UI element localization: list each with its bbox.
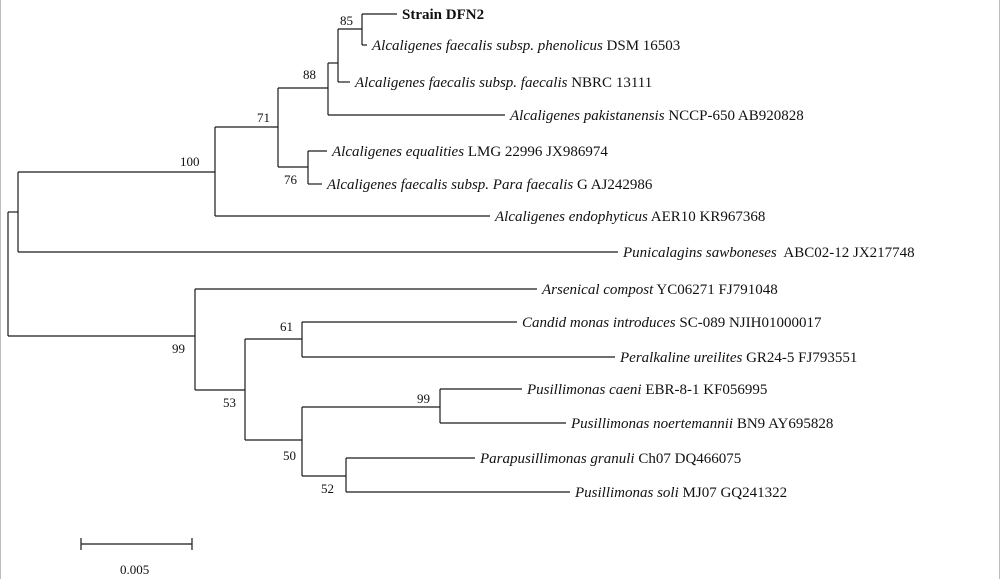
taxon-species-name: Arsenical compost	[541, 282, 654, 298]
taxon-strain-accession: Strain DFN2	[402, 7, 484, 23]
taxon-species-name: Peralkaline ureilites	[619, 350, 742, 366]
bootstrap-value: 53	[223, 395, 236, 410]
taxon-strain-accession: BN9 AY695828	[733, 416, 833, 432]
taxon-label: Parapusillimonas granuli Ch07 DQ466075	[479, 451, 741, 467]
taxon-strain-accession: GR24-5 FJ793551	[742, 350, 857, 366]
taxon-label: Alcaligenes endophyticus AER10 KR967368	[494, 209, 765, 225]
taxon-label: Peralkaline ureilites GR24-5 FJ793551	[619, 350, 857, 366]
taxon-strain-accession: MJ07 GQ241322	[679, 485, 787, 501]
taxon-species-name: Pusillimonas noertemannii	[570, 416, 733, 432]
bootstrap-value: 50	[283, 448, 296, 463]
taxon-species-name: Parapusillimonas granuli	[479, 451, 635, 467]
taxon-strain-accession: SC-089 NJIH01000017	[676, 315, 822, 331]
taxon-strain-accession: LMG 22996 JX986974	[464, 144, 608, 160]
taxon-label: Punicalagins sawboneses ABC02-12 JX21774…	[622, 245, 915, 261]
taxon-label: Alcaligenes equalities LMG 22996 JX98697…	[331, 144, 608, 160]
taxon-strain-accession: NCCP-650 AB920828	[665, 108, 804, 124]
taxon-species-name: Pusillimonas soli	[574, 485, 679, 501]
taxon-label: Candid monas introduces SC-089 NJIH01000…	[522, 315, 822, 331]
taxon-label: Pusillimonas caeni EBR-8-1 KF056995	[526, 382, 767, 398]
bootstrap-value: 100	[180, 154, 200, 169]
taxon-label: Strain DFN2	[402, 7, 484, 23]
taxon-label: Alcaligenes faecalis subsp. Para faecali…	[326, 177, 653, 193]
taxon-species-name: Candid monas introduces	[522, 315, 676, 331]
taxon-species-name: Pusillimonas caeni	[526, 382, 642, 398]
taxon-label: Alcaligenes pakistanensis NCCP-650 AB920…	[509, 108, 804, 124]
taxon-species-name: Alcaligenes faecalis subsp. Para faecali…	[326, 177, 573, 193]
taxon-strain-accession: DSM 16503	[603, 38, 681, 54]
taxon-label: Pusillimonas noertemannii BN9 AY695828	[570, 416, 833, 432]
taxon-species-name: Alcaligenes pakistanensis	[509, 108, 665, 124]
bootstrap-value: 99	[172, 341, 185, 356]
taxon-strain-accession: AER10 KR967368	[648, 209, 766, 225]
tree-branches	[7, 13, 618, 550]
bootstrap-value: 71	[257, 110, 270, 125]
taxon-species-name: Alcaligenes equalities	[331, 144, 464, 160]
scale-bar	[80, 538, 193, 550]
taxon-species-name: Alcaligenes faecalis subsp. phenolicus	[371, 38, 603, 54]
bootstrap-value: 76	[284, 172, 298, 187]
bootstrap-labels: 85 88 71 100 76 99 61 53 99 50 52	[172, 13, 430, 496]
scale-bar-label: 0.005	[120, 562, 149, 577]
taxon-strain-accession: YC06271 FJ791048	[653, 282, 777, 298]
bootstrap-value: 88	[303, 67, 316, 82]
taxon-species-name: Alcaligenes faecalis subsp. faecalis	[354, 75, 568, 91]
taxon-label: Alcaligenes faecalis subsp. faecalis NBR…	[354, 75, 652, 91]
bootstrap-value: 52	[321, 481, 334, 496]
taxon-strain-accession: ABC02-12 JX217748	[777, 245, 915, 261]
taxon-label: Pusillimonas soli MJ07 GQ241322	[574, 485, 787, 501]
taxon-species-name: Punicalagins sawboneses	[622, 245, 777, 261]
bootstrap-value: 85	[340, 13, 353, 28]
taxon-label: Arsenical compost YC06271 FJ791048	[541, 282, 778, 298]
bootstrap-value: 99	[417, 391, 430, 406]
taxon-strain-accession: NBRC 13111	[567, 75, 652, 91]
taxon-label: Alcaligenes faecalis subsp. phenolicus D…	[371, 38, 680, 54]
taxon-strain-accession: Ch07 DQ466075	[635, 451, 742, 467]
taxon-species-name: Alcaligenes endophyticus	[494, 209, 648, 225]
taxon-strain-accession: G AJ242986	[573, 177, 653, 193]
bootstrap-value: 61	[280, 319, 293, 334]
taxon-strain-accession: EBR-8-1 KF056995	[642, 382, 768, 398]
